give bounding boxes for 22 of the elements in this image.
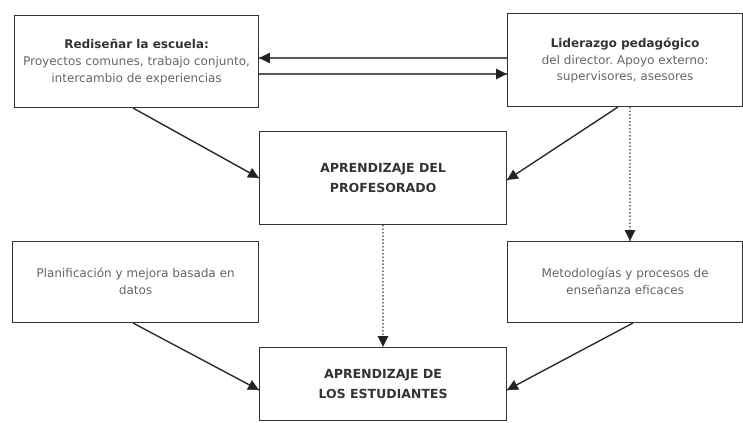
text-box bbox=[14, 15, 259, 108]
box-text: del director. Apoyo externo: supervisores, asesores bbox=[540, 52, 710, 86]
box-text: Planificación y mejora basada en datos bbox=[35, 265, 236, 299]
arrow bbox=[259, 52, 507, 64]
process-box bbox=[259, 131, 507, 225]
arrow bbox=[132, 322, 260, 391]
box-title: APRENDIZAJE DEL PROFESORADO bbox=[319, 159, 447, 197]
arrow bbox=[132, 107, 260, 179]
box-text: Proyectos comunes, trabajo conjunto, intercambio de experiencias bbox=[23, 53, 250, 87]
text-box bbox=[507, 13, 743, 107]
box-title: APRENDIZAJE DE LOS ESTUDIANTES bbox=[318, 365, 448, 403]
arrow bbox=[259, 68, 507, 80]
arrow bbox=[378, 225, 388, 347]
box-heading: Rediseñar la escuela: bbox=[64, 36, 209, 54]
process-box bbox=[259, 347, 507, 421]
arrow bbox=[506, 106, 618, 181]
arrow bbox=[506, 322, 634, 391]
text-box bbox=[12, 241, 259, 323]
text-box bbox=[507, 241, 743, 323]
box-text: Metodologías y procesos de enseñanza eficaces bbox=[540, 265, 710, 299]
box-heading: Liderazgo pedagógico bbox=[550, 34, 700, 52]
arrow bbox=[624, 107, 636, 241]
